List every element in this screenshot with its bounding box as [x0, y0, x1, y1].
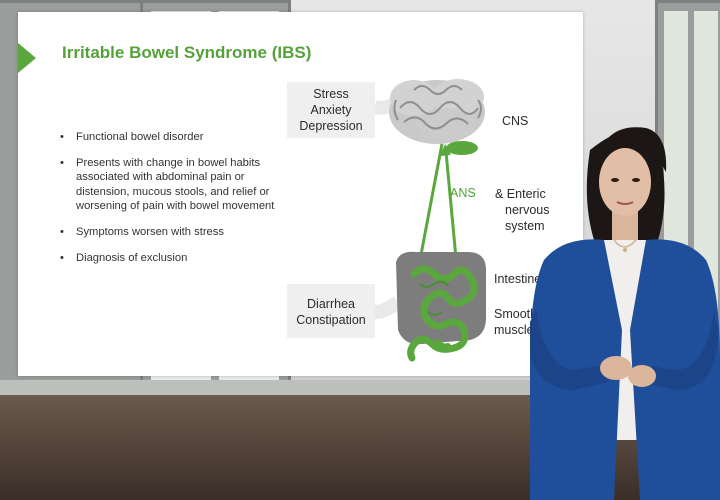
bullet-list: Functional bowel disorder Presents with … [60, 130, 292, 277]
arrow-down-icon [415, 143, 444, 268]
diarrhea-box [287, 284, 375, 338]
bullet-item: Presents with change in bowel habits ass… [60, 156, 292, 213]
intestine-label: Intestine [494, 272, 542, 286]
enteric-label: & Enteric nervous system [495, 186, 549, 234]
cns-label: CNS [502, 114, 529, 128]
muscle-text: muscle [494, 323, 534, 337]
presentation-slide: Irritable Bowel Syndrome (IBS) Functiona… [18, 12, 583, 376]
enteric-text: & Enteric [495, 187, 546, 201]
system-text: system [505, 219, 545, 233]
constipation-text: Constipation [296, 313, 366, 327]
title-marker-icon [18, 43, 36, 73]
nervous-text: nervous [505, 203, 550, 217]
diarrhea-text: Diarrhea [307, 297, 355, 311]
presenter [530, 127, 720, 500]
brain-icon [389, 79, 485, 155]
bullet-item: Diagnosis of exclusion [60, 251, 292, 265]
slide-title: Irritable Bowel Syndrome (IBS) [62, 43, 312, 62]
stress-text: Stress [313, 87, 349, 101]
smooth-text: Smooth [494, 307, 538, 321]
depression-text: Depression [299, 119, 363, 133]
bullet-item: Symptoms worsen with stress [60, 225, 292, 239]
diarrhea-label: Diarrhea Constipation [288, 296, 374, 328]
stress-label: Stress Anxiety Depression [288, 86, 374, 134]
ans-label: ANS [450, 186, 476, 200]
intestine-icon [396, 251, 486, 362]
stress-box [287, 82, 375, 138]
smooth-muscle-label: Smooth muscle [494, 306, 537, 338]
arrow-up-icon [440, 144, 458, 259]
ibs-diagram [373, 79, 486, 362]
anxiety-text: Anxiety [310, 103, 352, 117]
bullet-item: Functional bowel disorder [60, 130, 292, 144]
